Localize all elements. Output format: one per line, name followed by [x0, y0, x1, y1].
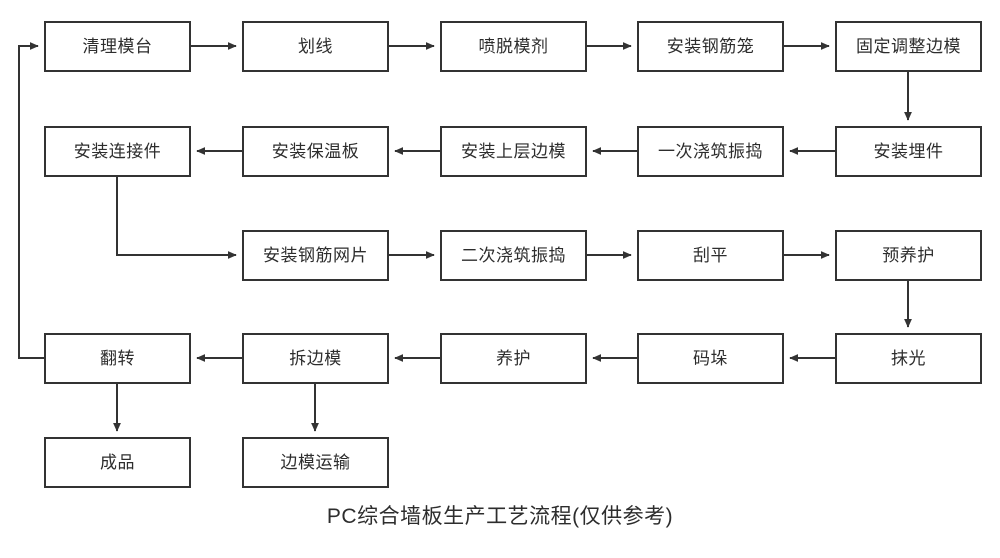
edge-anzhuanglianjiejian-to-anzhuanggangjinwangpian: [116, 177, 237, 259]
edge-fanzhuan-to-qinglimotai-feedback: [18, 42, 44, 359]
process-node-label: 清理模台: [82, 37, 153, 56]
process-node-n21[interactable]: 边模运输: [242, 437, 389, 488]
process-node-n4[interactable]: 安装钢筋笼: [637, 21, 784, 72]
process-node-n5[interactable]: 固定调整边模: [835, 21, 982, 72]
process-node-n7[interactable]: 安装保温板: [242, 126, 389, 177]
process-node-label: 二次浇筑振捣: [461, 246, 566, 265]
process-node-label: 抹光: [891, 349, 926, 368]
process-node-label: 一次浇筑振捣: [658, 142, 763, 161]
process-node-n15[interactable]: 翻转: [44, 333, 191, 384]
process-node-label: 固定调整边模: [856, 37, 961, 56]
process-node-n9[interactable]: 一次浇筑振捣: [637, 126, 784, 177]
process-node-n17[interactable]: 养护: [440, 333, 587, 384]
process-node-n1[interactable]: 清理模台: [44, 21, 191, 72]
process-node-label: 拆边模: [289, 349, 342, 368]
process-node-n19[interactable]: 抹光: [835, 333, 982, 384]
process-node-label: 划线: [298, 37, 333, 56]
process-node-n18[interactable]: 码垛: [637, 333, 784, 384]
process-node-label: 预养护: [882, 246, 935, 265]
process-node-label: 成品: [100, 453, 135, 472]
process-node-n3[interactable]: 喷脱模剂: [440, 21, 587, 72]
process-node-label: 安装埋件: [873, 142, 944, 161]
process-node-label: 喷脱模剂: [478, 37, 549, 56]
process-node-n2[interactable]: 划线: [242, 21, 389, 72]
process-node-n12[interactable]: 二次浇筑振捣: [440, 230, 587, 281]
process-node-n10[interactable]: 安装埋件: [835, 126, 982, 177]
process-node-n11[interactable]: 安装钢筋网片: [242, 230, 389, 281]
process-node-label: 安装连接件: [73, 142, 162, 161]
process-node-label: 安装钢筋笼: [666, 37, 755, 56]
process-node-label: 码垛: [693, 349, 728, 368]
process-node-n16[interactable]: 拆边模: [242, 333, 389, 384]
process-node-label: 安装钢筋网片: [263, 246, 368, 265]
process-node-label: 边模运输: [280, 453, 351, 472]
process-node-n6[interactable]: 安装连接件: [44, 126, 191, 177]
process-node-label: 安装保温板: [271, 142, 360, 161]
process-node-label: 安装上层边模: [461, 142, 566, 161]
process-node-label: 刮平: [693, 246, 728, 265]
process-node-n13[interactable]: 刮平: [637, 230, 784, 281]
process-node-n14[interactable]: 预养护: [835, 230, 982, 281]
process-node-n8[interactable]: 安装上层边模: [440, 126, 587, 177]
process-node-label: 翻转: [100, 349, 135, 368]
diagram-caption: PC综合墙板生产工艺流程(仅供参考): [326, 505, 674, 528]
process-node-label: 养护: [496, 349, 531, 368]
process-node-n20[interactable]: 成品: [44, 437, 191, 488]
